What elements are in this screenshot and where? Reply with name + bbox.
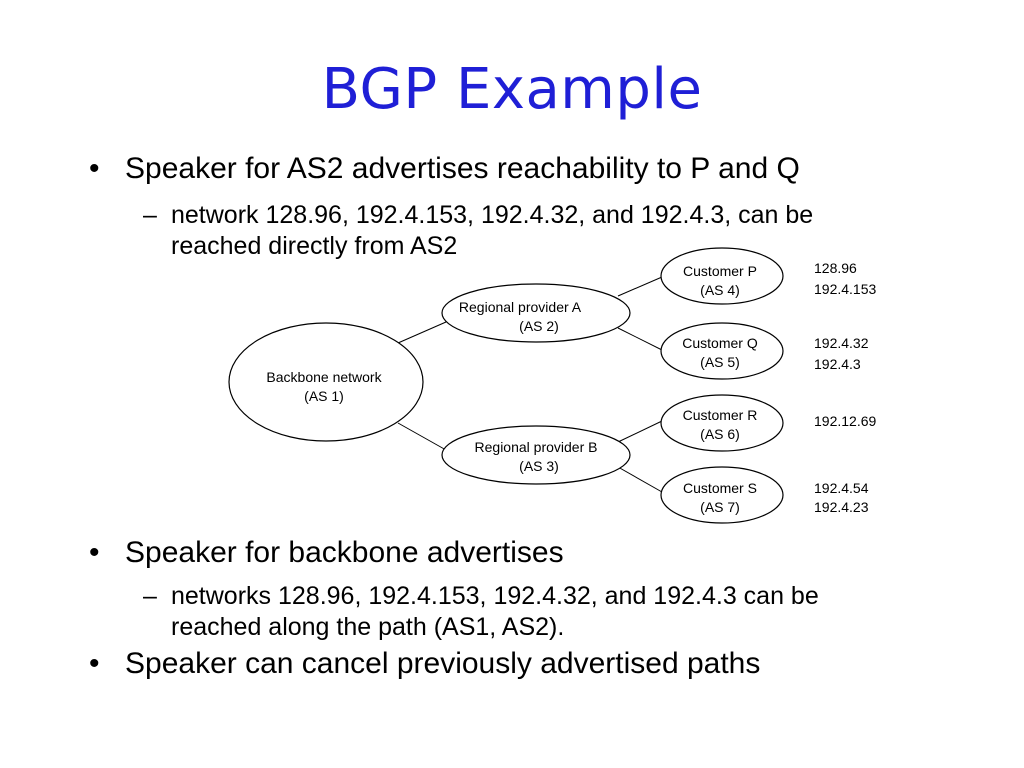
slide-title: BGP Example — [321, 57, 703, 122]
link-backbone-provider-a — [397, 321, 447, 344]
node-customer-s: Customer S (AS 7) — [660, 466, 784, 524]
node-provider-a-label: Regional provider A — [459, 299, 582, 315]
node-customer-s-as: (AS 7) — [700, 499, 740, 515]
link-provider-b-customer-s — [617, 466, 663, 493]
node-customer-q-label: Customer Q — [682, 335, 758, 351]
link-backbone-provider-b — [397, 422, 447, 451]
sub-bullet-line-1: networks 128.96, 192.4.153, 192.4.32, an… — [171, 582, 819, 610]
node-customer-q-as: (AS 5) — [700, 354, 740, 370]
sub-bullet-line-2: reached along the path (AS1, AS2). — [171, 613, 565, 641]
bullet-marker: • — [89, 536, 100, 569]
link-provider-b-customer-r — [617, 420, 663, 443]
node-backbone: Backbone network (AS 1) — [228, 322, 424, 442]
node-provider-a: Regional provider A (AS 2) — [441, 283, 631, 343]
customer-s-network-1: 192.4.54 — [814, 480, 869, 496]
sub-bullet-line-1: network 128.96, 192.4.153, 192.4.32, and… — [171, 201, 814, 229]
customer-q-network-2: 192.4.3 — [814, 356, 861, 372]
node-customer-r-label: Customer R — [683, 407, 758, 423]
customer-p-network-2: 192.4.153 — [814, 281, 876, 297]
dash-marker: – — [143, 201, 157, 229]
node-customer-s-label: Customer S — [683, 480, 757, 496]
bullet-speaker-as2: • Speaker for AS2 advertises reachabilit… — [89, 152, 800, 186]
node-provider-b-as: (AS 3) — [519, 458, 559, 474]
bullet-marker: • — [89, 647, 100, 680]
node-customer-r-as: (AS 6) — [700, 426, 740, 442]
sub-bullet-networks-path: – networks 128.96, 192.4.153, 192.4.32, … — [143, 581, 819, 643]
bullet-speaker-backbone: • Speaker for backbone advertises — [89, 536, 564, 570]
node-provider-a-as: (AS 2) — [519, 318, 559, 334]
bullet-marker: • — [89, 152, 100, 185]
bullet-text: Speaker for backbone advertises — [125, 536, 564, 569]
dash-marker: – — [143, 582, 157, 610]
bullet-speaker-cancel: • Speaker can cancel previously advertis… — [89, 647, 761, 681]
node-customer-p: Customer P (AS 4) — [660, 247, 784, 305]
customer-s-network-2: 192.4.23 — [814, 499, 869, 515]
sub-bullet-line-2: reached directly from AS2 — [171, 232, 458, 260]
customer-p-network-1: 128.96 — [814, 260, 857, 276]
node-customer-r: Customer R (AS 6) — [660, 394, 784, 452]
node-provider-b-label: Regional provider B — [475, 439, 598, 455]
bullet-text: Speaker for AS2 advertises reachability … — [125, 152, 800, 185]
node-backbone-label: Backbone network — [266, 369, 382, 385]
customer-q-network-1: 192.4.32 — [814, 335, 869, 351]
bullet-text: Speaker can cancel previously advertised… — [125, 647, 761, 680]
link-provider-a-customer-q — [617, 327, 663, 351]
node-customer-p-as: (AS 4) — [700, 282, 740, 298]
node-provider-b: Regional provider B (AS 3) — [441, 425, 631, 485]
link-provider-a-customer-p — [617, 276, 663, 297]
sub-bullet-networks-direct: – network 128.96, 192.4.153, 192.4.32, a… — [143, 200, 814, 262]
node-customer-p-label: Customer P — [683, 263, 757, 279]
customer-r-network-1: 192.12.69 — [814, 413, 876, 429]
node-customer-q: Customer Q (AS 5) — [660, 322, 784, 380]
node-backbone-as: (AS 1) — [304, 388, 344, 404]
